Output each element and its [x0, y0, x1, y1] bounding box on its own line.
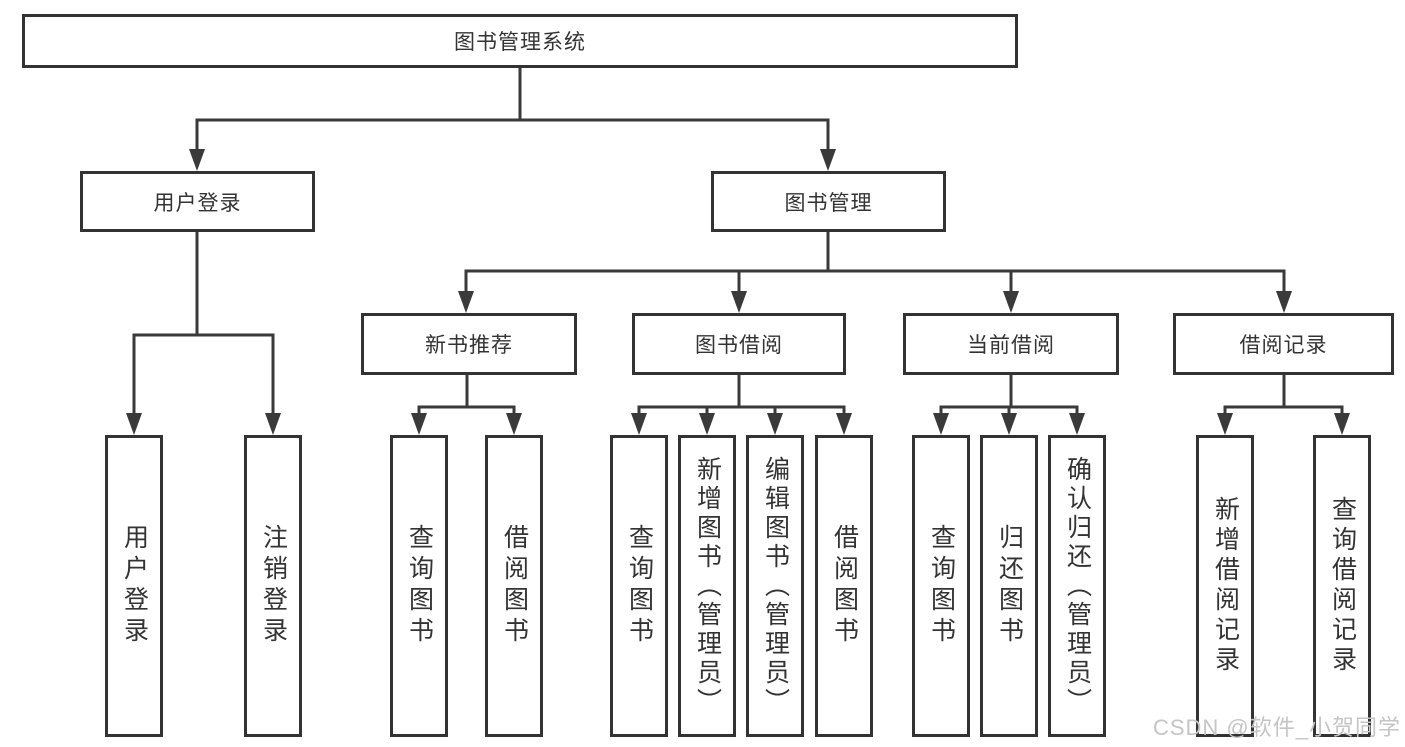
leaf-borrow-edit-book-admin: 编辑图书（管理员） — [746, 435, 804, 737]
leaf-current-return-book: 归还图书 — [980, 435, 1038, 737]
leaf-current-confirm-return-admin: 确认归还（管理员） — [1048, 435, 1106, 737]
leaf-records-add-record: 新增借阅记录 — [1196, 435, 1254, 737]
node-book-management-label: 图书管理 — [784, 191, 873, 215]
csdn-watermark: CSDN @软件_小贺同学 — [1152, 715, 1401, 740]
leaf-borrow-query-book-label: 查询图书 — [625, 524, 654, 648]
leaf-borrow-add-book-admin: 新增图书（管理员） — [678, 435, 736, 737]
leaf-borrow-borrow-book: 借阅图书 — [815, 435, 873, 737]
node-library-system-label: 图书管理系统 — [454, 31, 586, 54]
node-borrow-records-label: 借阅记录 — [1239, 334, 1328, 357]
node-new-book-recommend: 新书推荐 — [361, 313, 577, 375]
leaf-borrow-add-book-admin-label: 新增图书（管理员） — [693, 455, 722, 717]
node-new-book-recommend-label: 新书推荐 — [425, 334, 513, 357]
node-book-borrow: 图书借阅 — [632, 313, 846, 375]
leaf-user-login-label: 用户登录 — [120, 524, 149, 648]
leaf-recommend-borrow-book: 借阅图书 — [485, 435, 543, 737]
node-book-management: 图书管理 — [711, 171, 946, 232]
leaf-logout: 注销登录 — [244, 435, 302, 737]
node-book-borrow-label: 图书借阅 — [695, 334, 783, 357]
leaf-records-query-record-label: 查询借阅记录 — [1328, 496, 1357, 676]
connector-paths — [132, 68, 1344, 415]
leaf-records-add-record-label: 新增借阅记录 — [1211, 496, 1240, 676]
leaf-recommend-query-book: 查询图书 — [390, 435, 448, 737]
node-current-borrow-label: 当前借阅 — [967, 334, 1055, 357]
leaf-logout-label: 注销登录 — [259, 524, 288, 648]
node-borrow-records: 借阅记录 — [1173, 313, 1394, 375]
leaf-borrow-query-book: 查询图书 — [610, 435, 668, 737]
leaf-current-query-book: 查询图书 — [912, 435, 970, 737]
node-current-borrow: 当前借阅 — [903, 313, 1119, 375]
leaf-user-login: 用户登录 — [105, 435, 163, 737]
leaf-records-query-record: 查询借阅记录 — [1313, 435, 1371, 737]
leaf-current-query-book-label: 查询图书 — [927, 524, 956, 648]
node-user-login-label: 用户登录 — [153, 191, 242, 215]
leaf-borrow-edit-book-admin-label: 编辑图书（管理员） — [761, 455, 790, 717]
leaf-borrow-borrow-book-label: 借阅图书 — [830, 524, 859, 648]
arrowheads — [126, 149, 1350, 435]
leaf-recommend-query-book-label: 查询图书 — [405, 524, 434, 648]
node-user-login: 用户登录 — [80, 171, 315, 232]
node-library-system: 图书管理系统 — [22, 14, 1018, 68]
leaf-current-confirm-return-admin-label: 确认归还（管理员） — [1063, 455, 1092, 717]
leaf-recommend-borrow-book-label: 借阅图书 — [500, 524, 529, 648]
leaf-current-return-book-label: 归还图书 — [995, 524, 1024, 648]
